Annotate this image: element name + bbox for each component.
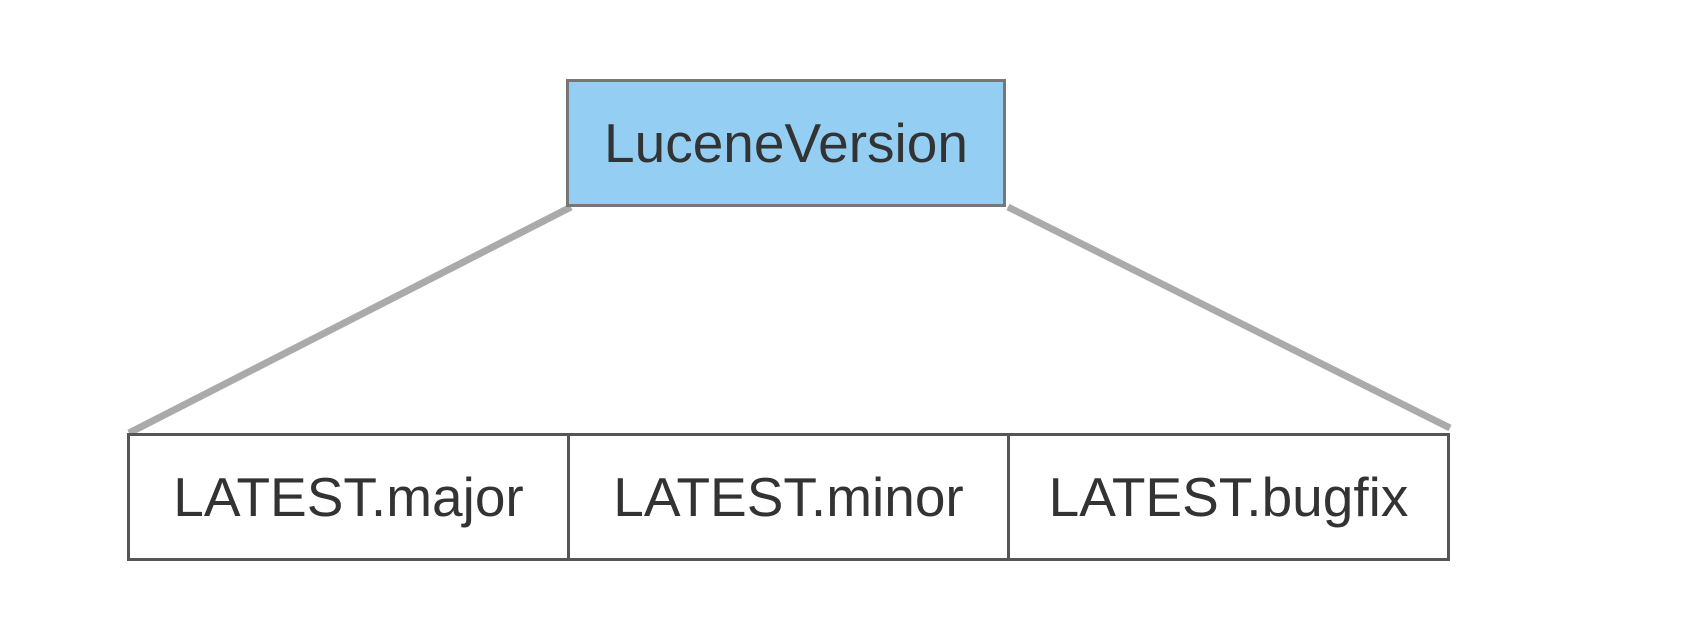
- connector-left: [127, 203, 573, 437]
- lucene-version-node: LuceneVersion: [566, 79, 1006, 207]
- field-cell-minor: LATEST.minor: [567, 436, 1007, 558]
- field-label-minor: LATEST.minor: [613, 465, 964, 528]
- latest-fields-row: LATEST.major LATEST.minor LATEST.bugfix: [127, 433, 1450, 561]
- field-cell-bugfix: LATEST.bugfix: [1007, 436, 1447, 558]
- field-cell-major: LATEST.major: [130, 436, 567, 558]
- field-label-bugfix: LATEST.bugfix: [1048, 465, 1409, 528]
- lucene-version-label: LuceneVersion: [604, 111, 968, 174]
- connector-right: [1006, 203, 1452, 432]
- field-label-major: LATEST.major: [173, 465, 524, 528]
